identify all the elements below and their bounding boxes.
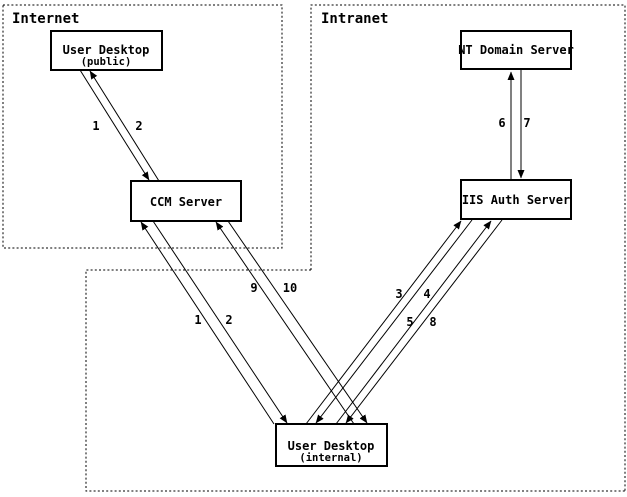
- internal-zone-border: [85, 269, 625, 492]
- user-desktop-internal-label: User Desktop: [288, 439, 375, 453]
- edge-label: 6: [498, 116, 505, 130]
- edge-label: 1: [92, 119, 99, 133]
- edge-label: 4: [423, 287, 430, 301]
- user-desktop-public-sublabel: (public): [81, 56, 132, 68]
- edge-label: 9: [250, 281, 257, 295]
- intranet-zone-border: [310, 4, 626, 491]
- edge-2-ccm-to-internal: [152, 220, 288, 424]
- nt-domain-server-label: NT Domain Server: [458, 43, 574, 57]
- edge-8-iis-to-internal: [345, 219, 503, 424]
- nt-domain-server-box: [460, 30, 572, 70]
- edge-label: 2: [225, 313, 232, 327]
- edge-1-internal-to-ccm: [140, 221, 275, 425]
- edge-label: 8: [429, 315, 436, 329]
- edge-9-internal-to-ccm: [215, 221, 355, 425]
- edge-2-ccm-to-public: [89, 70, 160, 182]
- edge-label: 1: [194, 313, 201, 327]
- nt-domain-server-node: NT Domain Server: [458, 30, 574, 70]
- ccm-server-label: CCM Server: [150, 195, 222, 209]
- iis-auth-server-node: IIS Auth Server: [460, 179, 572, 220]
- user-desktop-internal-box: [275, 423, 388, 467]
- iis-auth-server-box: [460, 179, 572, 220]
- edge-3-internal-to-iis: [305, 220, 462, 425]
- user-desktop-internal-node: User Desktop (internal): [275, 423, 388, 467]
- user-desktop-internal-sublabel: (internal): [299, 452, 362, 464]
- edge-label: 5: [406, 315, 413, 329]
- ccm-server-box: [130, 180, 242, 222]
- user-desktop-public-node: User Desktop (public): [50, 30, 163, 71]
- internet-zone-border: [2, 4, 283, 249]
- edge-label: 3: [395, 287, 402, 301]
- iis-auth-server-label: IIS Auth Server: [462, 193, 570, 207]
- edge-10-ccm-to-internal: [227, 220, 368, 424]
- edge-label: 7: [523, 116, 530, 130]
- user-desktop-public-label: User Desktop: [63, 43, 150, 57]
- ccm-server-node: CCM Server: [130, 180, 242, 222]
- edge-label: 2: [135, 119, 142, 133]
- edge-1-public-to-ccm: [79, 69, 150, 181]
- intranet-zone-label: Intranet: [321, 11, 388, 27]
- user-desktop-public-box: [50, 30, 163, 71]
- edge-5-internal-to-iis: [335, 220, 492, 425]
- edge-label: 10: [283, 281, 297, 295]
- edge-4-iis-to-internal: [315, 219, 473, 424]
- internet-zone-label: Internet: [12, 11, 79, 27]
